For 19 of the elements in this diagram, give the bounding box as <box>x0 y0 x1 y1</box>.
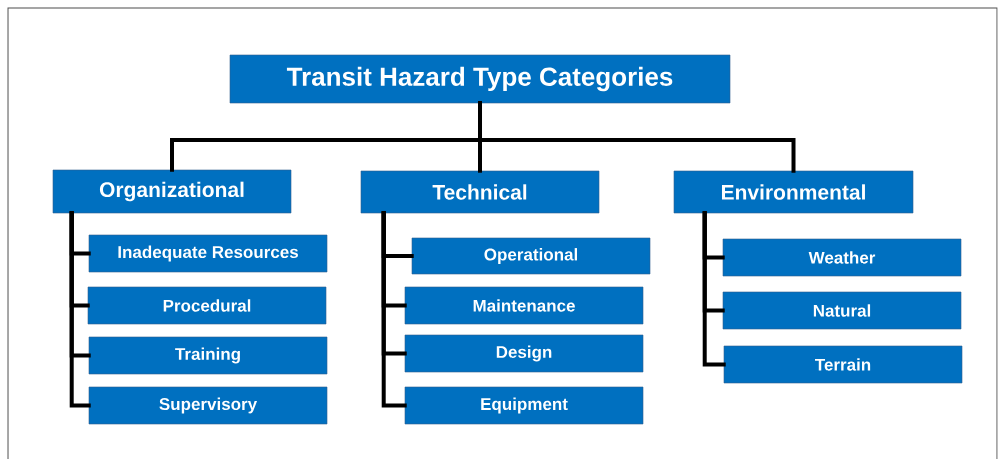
connector-line <box>702 211 726 367</box>
item-box: Inadequate Resources <box>88 234 328 273</box>
item-box: Terrain <box>723 345 963 384</box>
item-box: Procedural <box>87 286 327 325</box>
connector-line <box>69 211 91 408</box>
category-box: Technical <box>360 170 600 214</box>
connector-line <box>381 211 407 408</box>
item-box: Equipment <box>404 386 644 425</box>
item-box: Weather <box>722 238 962 277</box>
connector-line <box>478 101 796 173</box>
title-box: Transit Hazard Type Categories <box>229 54 731 104</box>
category-box: Environmental <box>673 170 914 214</box>
item-box: Operational <box>411 237 651 275</box>
item-box: Natural <box>722 291 962 330</box>
item-box: Design <box>404 334 644 373</box>
item-box: Supervisory <box>88 386 328 425</box>
item-box: Training <box>88 336 328 375</box>
item-box: Maintenance <box>404 286 644 325</box>
category-box: Organizational <box>52 169 292 214</box>
